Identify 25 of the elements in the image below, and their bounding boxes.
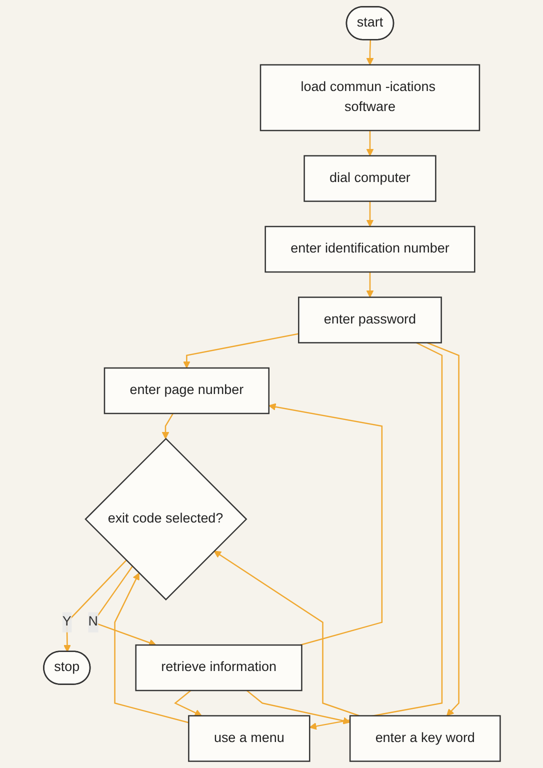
node-box: use a menu <box>188 715 310 762</box>
arrow <box>308 342 442 730</box>
node-box: enter a key word <box>348 715 500 762</box>
arrow <box>366 40 374 66</box>
arrow <box>161 413 174 440</box>
edge-label: Y <box>62 614 71 630</box>
arrow <box>114 572 188 724</box>
arrow <box>366 130 374 156</box>
edge-label: N <box>88 614 98 630</box>
arrow <box>174 690 202 716</box>
node-diamond: exit code selected? <box>84 438 247 600</box>
arrow <box>268 403 382 646</box>
arrow <box>182 333 298 368</box>
node-box: retrieve information <box>134 644 302 692</box>
arrow <box>426 342 459 716</box>
node-box: enter identification number <box>264 226 475 273</box>
arrow <box>246 690 350 724</box>
node-box: enter password <box>298 296 442 344</box>
node-box: dial computer <box>303 155 436 202</box>
arrow <box>366 272 374 298</box>
arrow <box>63 560 126 652</box>
arrow <box>213 550 360 716</box>
node-box: enter page number <box>103 367 270 414</box>
node-box: load commun -ications software <box>259 64 480 132</box>
arrow <box>366 201 374 227</box>
